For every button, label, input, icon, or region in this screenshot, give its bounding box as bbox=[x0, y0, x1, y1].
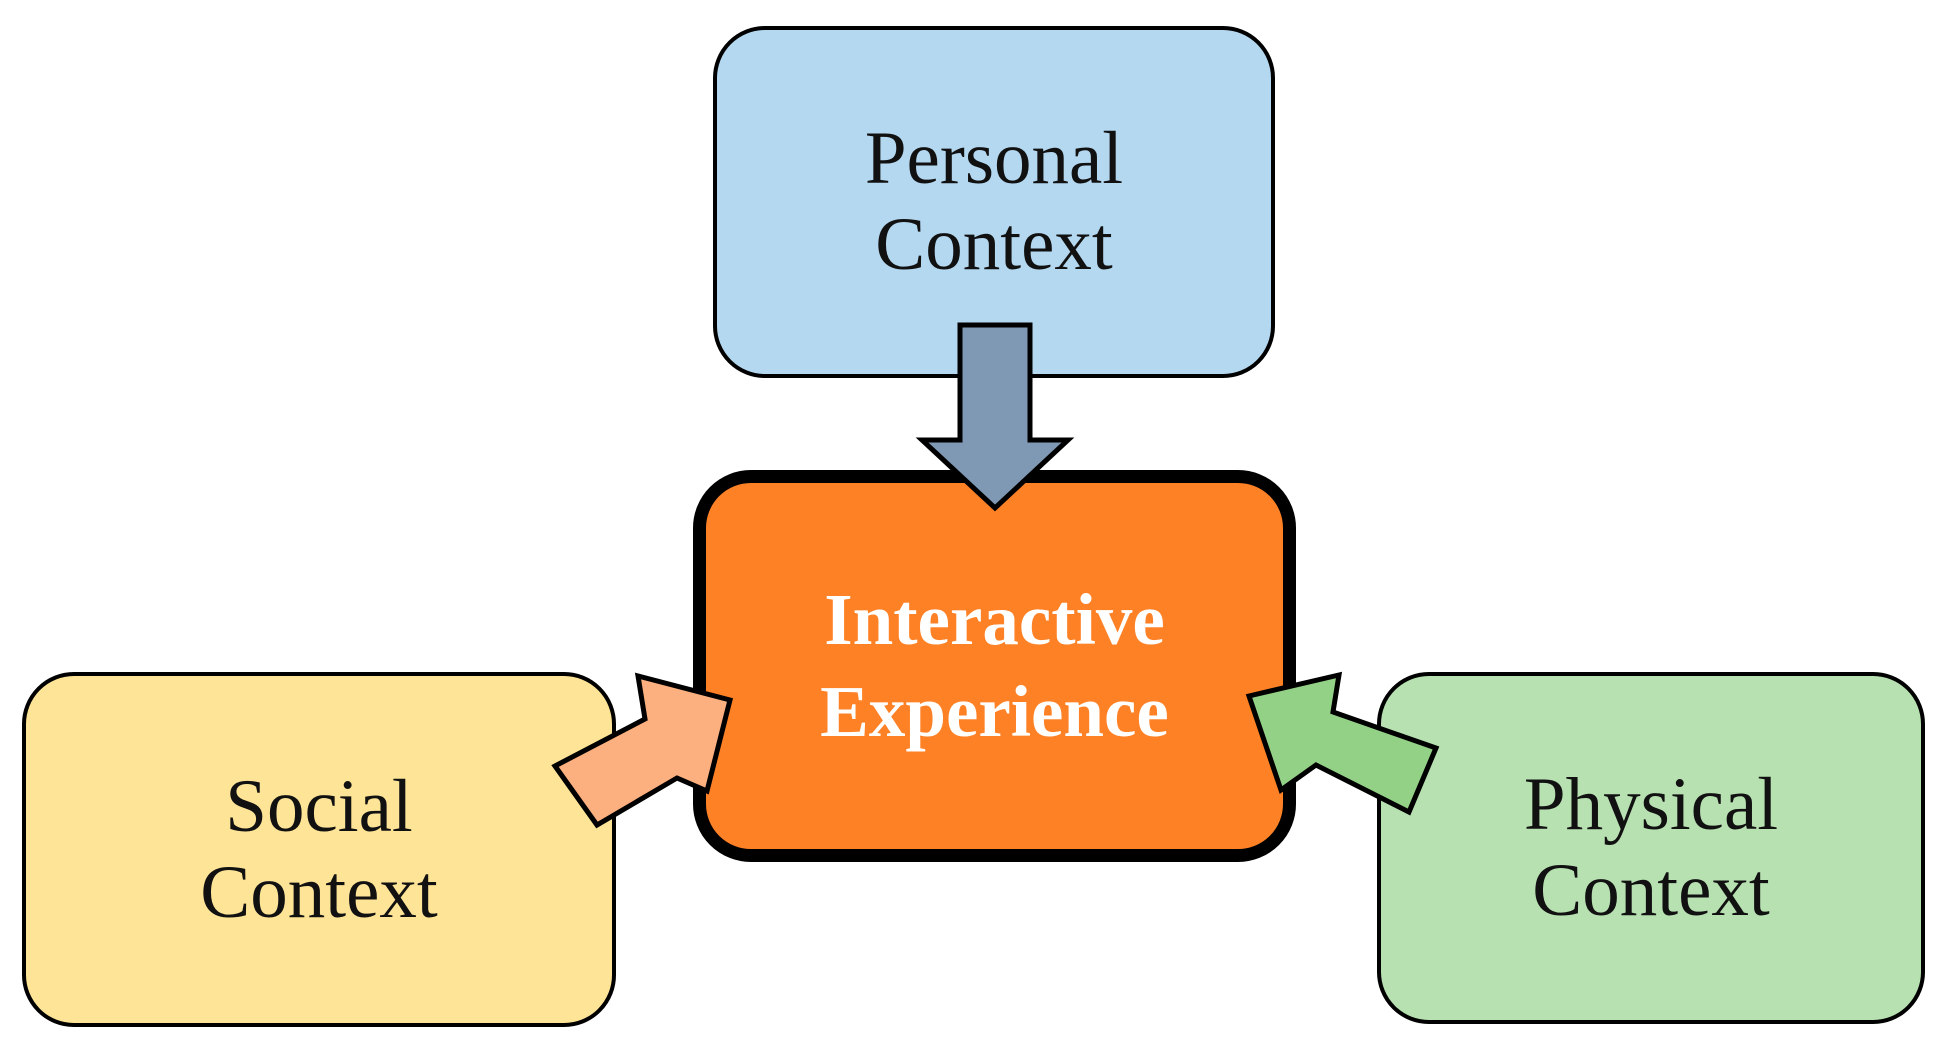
personal-context-box: Personal Context bbox=[713, 26, 1275, 378]
personal-context-label-line1: Personal bbox=[864, 117, 1124, 200]
physical-context-label-line2: Context bbox=[1532, 849, 1770, 932]
interactive-experience-label-line1: Interactive bbox=[824, 579, 1165, 660]
interactive-experience-label-line2: Experience bbox=[820, 671, 1169, 752]
personal-to-center-arrow bbox=[915, 322, 1075, 512]
physical-context-label-line1: Physical bbox=[1523, 763, 1779, 846]
physical-to-center-arrow bbox=[1245, 671, 1440, 816]
social-context-label-line1: Social bbox=[225, 764, 413, 848]
social-context-box: Social Context bbox=[22, 672, 616, 1027]
social-context-label-line2: Context bbox=[200, 850, 438, 934]
physical-context-box: Physical Context bbox=[1377, 672, 1925, 1024]
interactive-experience-box: Interactive Experience bbox=[693, 470, 1296, 862]
social-to-center-arrow bbox=[551, 672, 734, 829]
personal-context-label-line2: Context bbox=[875, 203, 1113, 286]
